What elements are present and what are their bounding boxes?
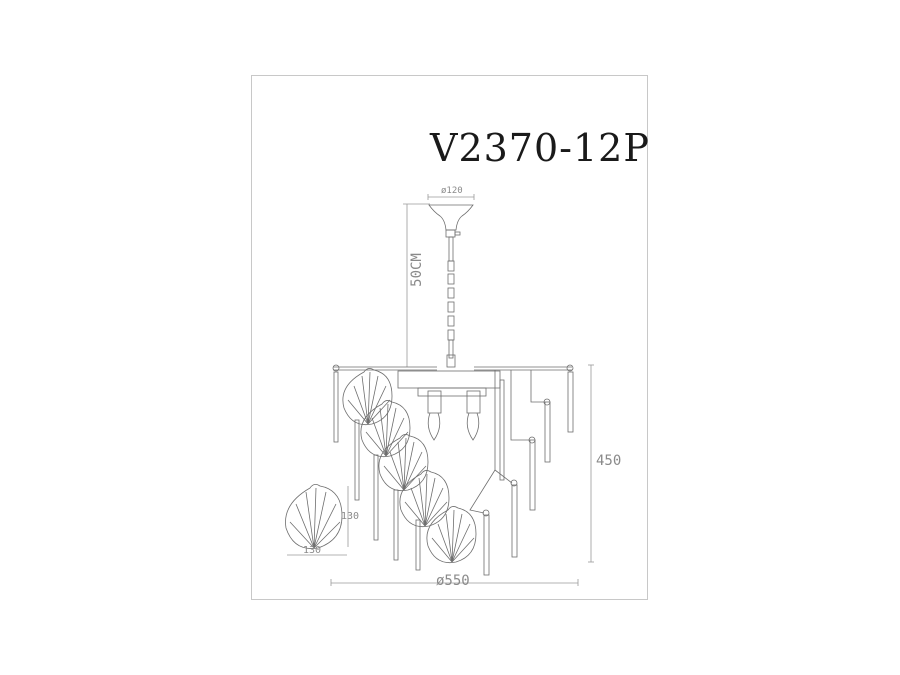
diameter-dimension-line (330, 579, 579, 586)
chain-dimension-line (403, 203, 430, 367)
chain-icon (446, 236, 456, 368)
shade-height-label: 130 (341, 511, 360, 522)
shade-width-label: 130 (303, 545, 322, 556)
candle-bulb-icon (427, 390, 481, 441)
height-label: 450 (596, 453, 622, 469)
diameter-label: ø550 (436, 573, 470, 589)
canopy-dimension-line (427, 194, 475, 200)
height-dimension-line (588, 364, 594, 563)
chain-length-label: 50CM (409, 253, 425, 287)
shade-dimension-lines (287, 486, 349, 556)
drawing-frame (251, 75, 648, 600)
shell-shade-icon (342, 368, 477, 564)
canopy-icon (428, 204, 474, 238)
frame-bar (333, 366, 572, 397)
canopy-diameter-label: ø120 (441, 186, 463, 196)
model-number-title: V2370-12P (430, 126, 650, 170)
shade-detail-icon (285, 484, 343, 549)
